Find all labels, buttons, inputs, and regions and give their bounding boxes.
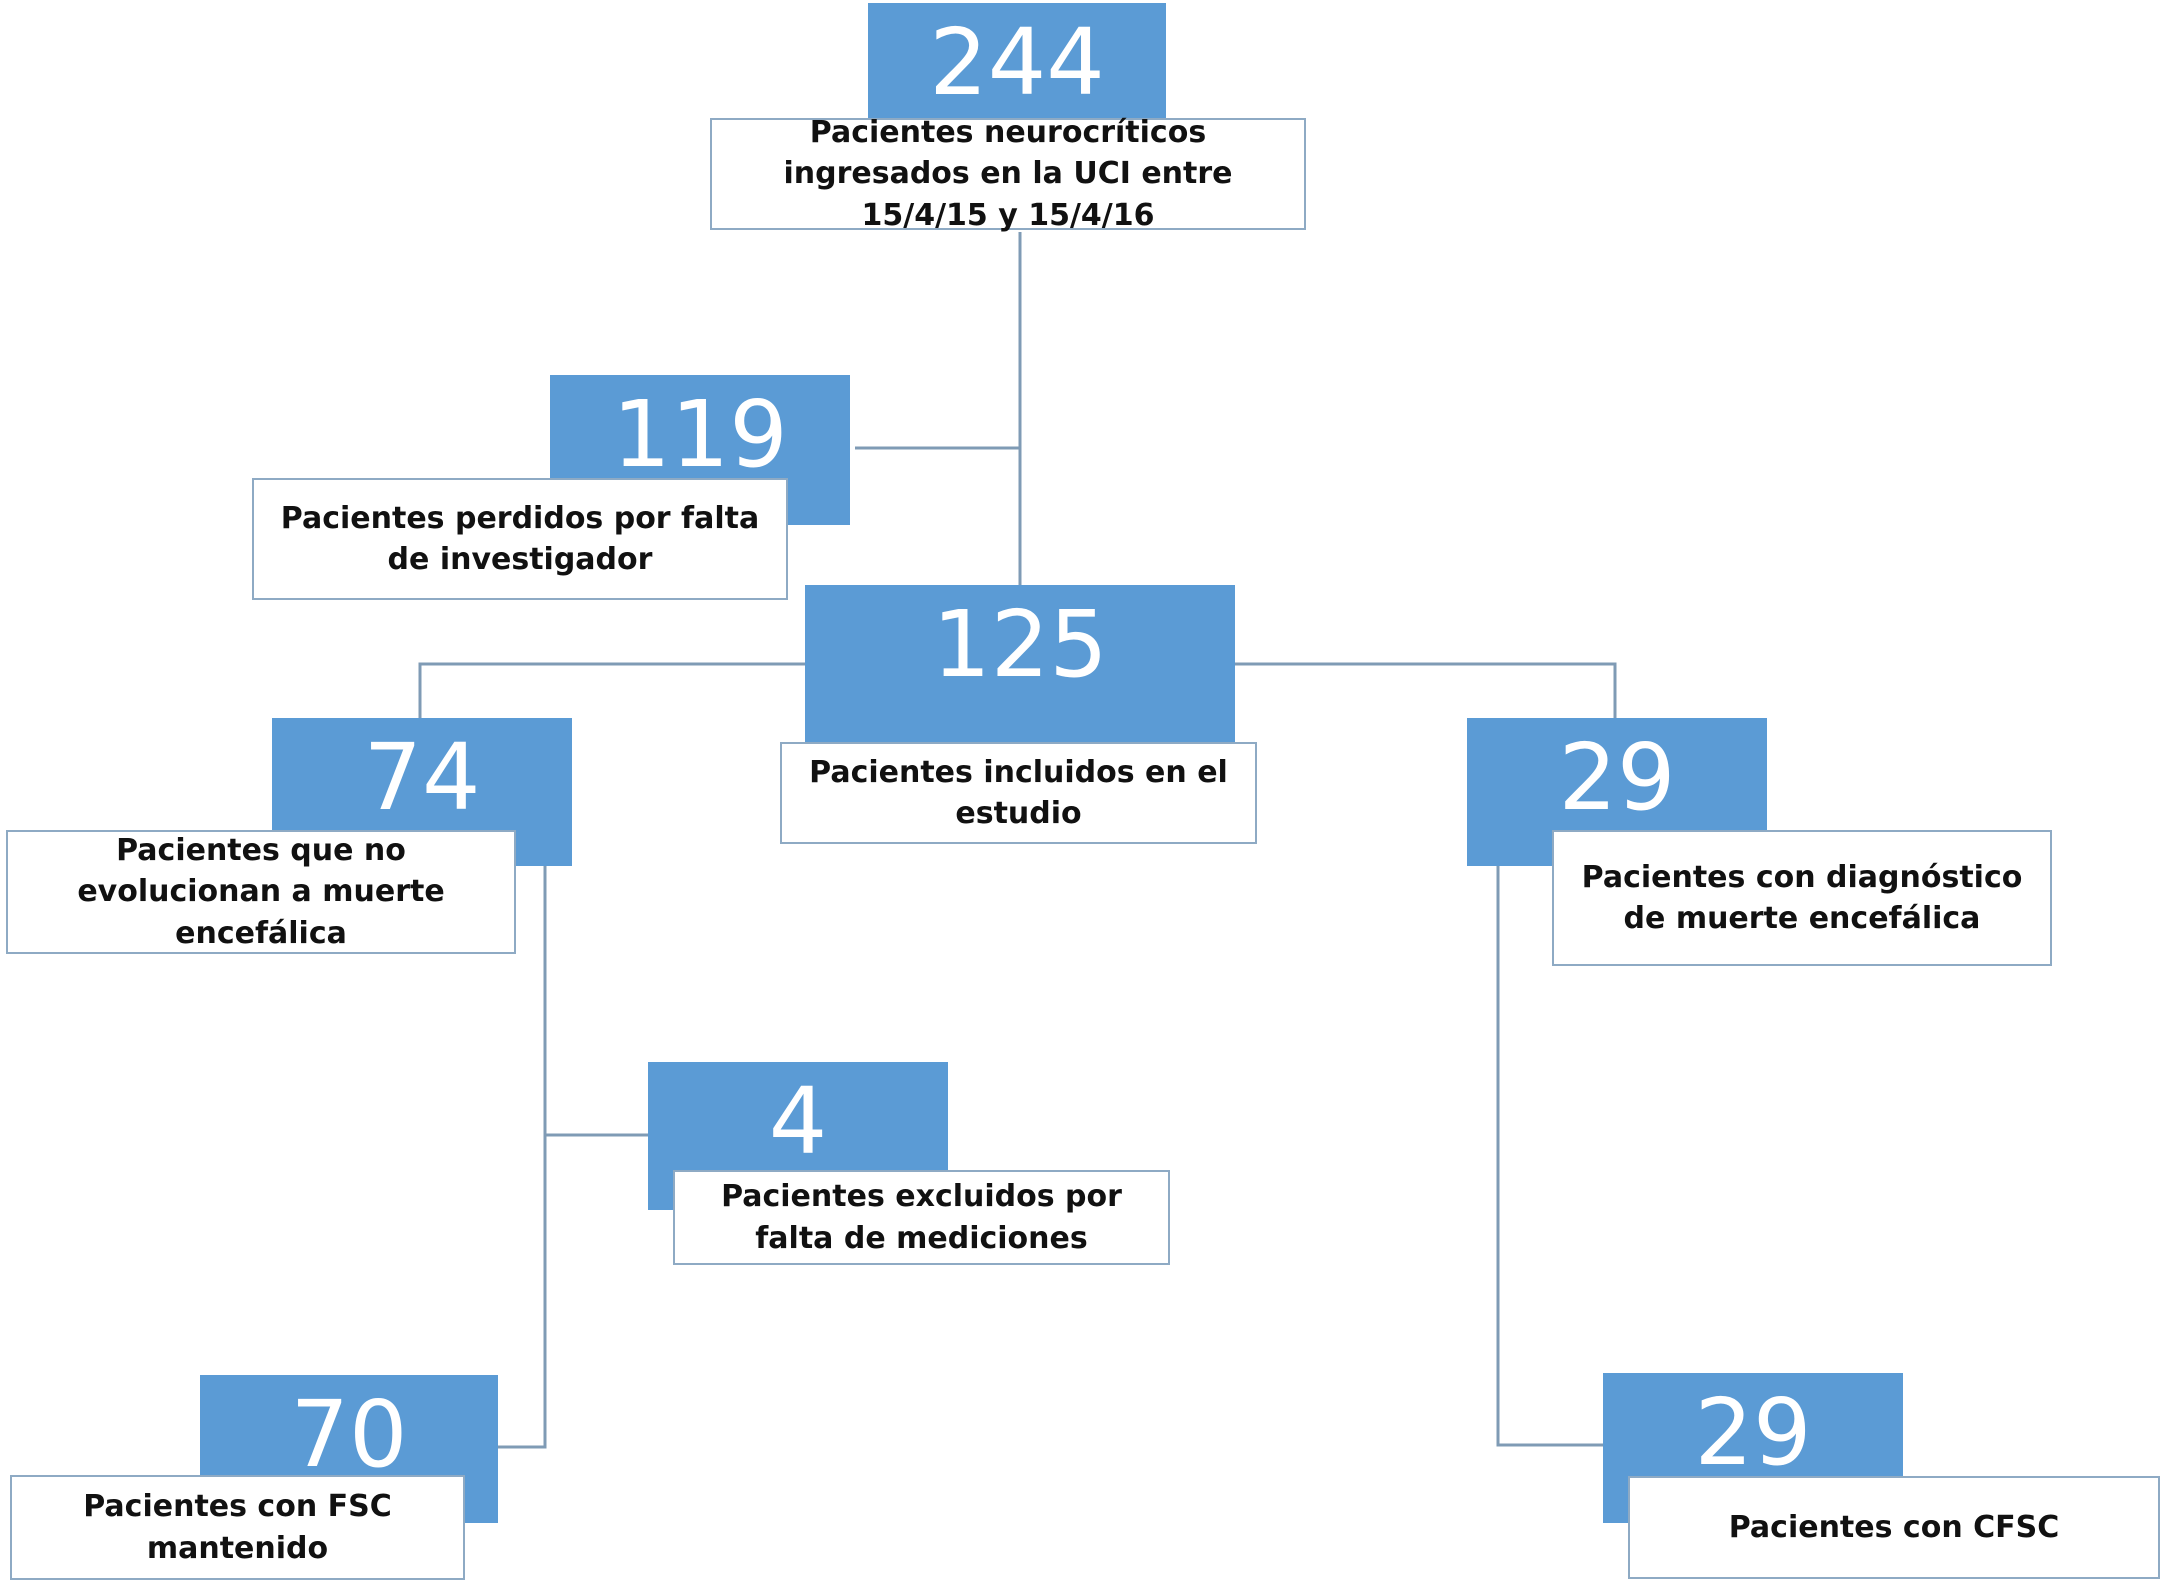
label-box-29-diagnosis: Pacientes con diagnóstico de muerte ence… (1552, 830, 2052, 966)
label-box-74: Pacientes que no evolucionan a muerte en… (6, 830, 516, 954)
edge-74-70 (498, 1135, 547, 1449)
edge-125-74 (418, 662, 805, 718)
count-value: 119 (612, 381, 788, 488)
count-box-244: 244 (868, 3, 1166, 121)
count-value: 74 (363, 724, 481, 831)
label-box-244: Pacientes neurocríticos ingresados en la… (710, 115, 1306, 233)
label-box-70: Pacientes con FSC mantenido (10, 1475, 465, 1580)
node-label: Pacientes incluidos en el estudio (809, 754, 1228, 831)
edge-74-4 (543, 865, 648, 1137)
count-value: 29 (1694, 1379, 1812, 1486)
edge-29-29 (1496, 865, 1605, 1447)
count-value: 70 (290, 1381, 408, 1488)
count-value: 4 (768, 1068, 828, 1175)
edge-125-29 (1235, 662, 1617, 718)
count-box-125: 125 (805, 585, 1235, 745)
label-box-125: Pacientes incluidos en el estudio (780, 742, 1257, 844)
node-label: Pacientes perdidos por falta de investig… (280, 500, 760, 577)
edge-244-119 (855, 232, 1022, 450)
count-value: 29 (1558, 724, 1676, 831)
count-value: 244 (929, 9, 1105, 116)
node-label: Pacientes con diagnóstico de muerte ence… (1581, 859, 2023, 936)
label-box-119: Pacientes perdidos por falta de investig… (252, 478, 788, 600)
label-box-29-cfsc: Pacientes con CFSC (1628, 1476, 2160, 1579)
node-label: Pacientes que no evolucionan a muerte en… (77, 832, 445, 951)
node-label: Pacientes neurocríticos ingresados en la… (783, 114, 1233, 233)
label-box-4: Pacientes excluidos por falta de medicio… (673, 1170, 1170, 1265)
node-label: Pacientes con CFSC (1728, 1509, 2060, 1545)
node-label: Pacientes con FSC mantenido (83, 1489, 392, 1566)
count-value: 125 (932, 591, 1108, 698)
node-label: Pacientes excluidos por falta de medicio… (721, 1179, 1122, 1256)
